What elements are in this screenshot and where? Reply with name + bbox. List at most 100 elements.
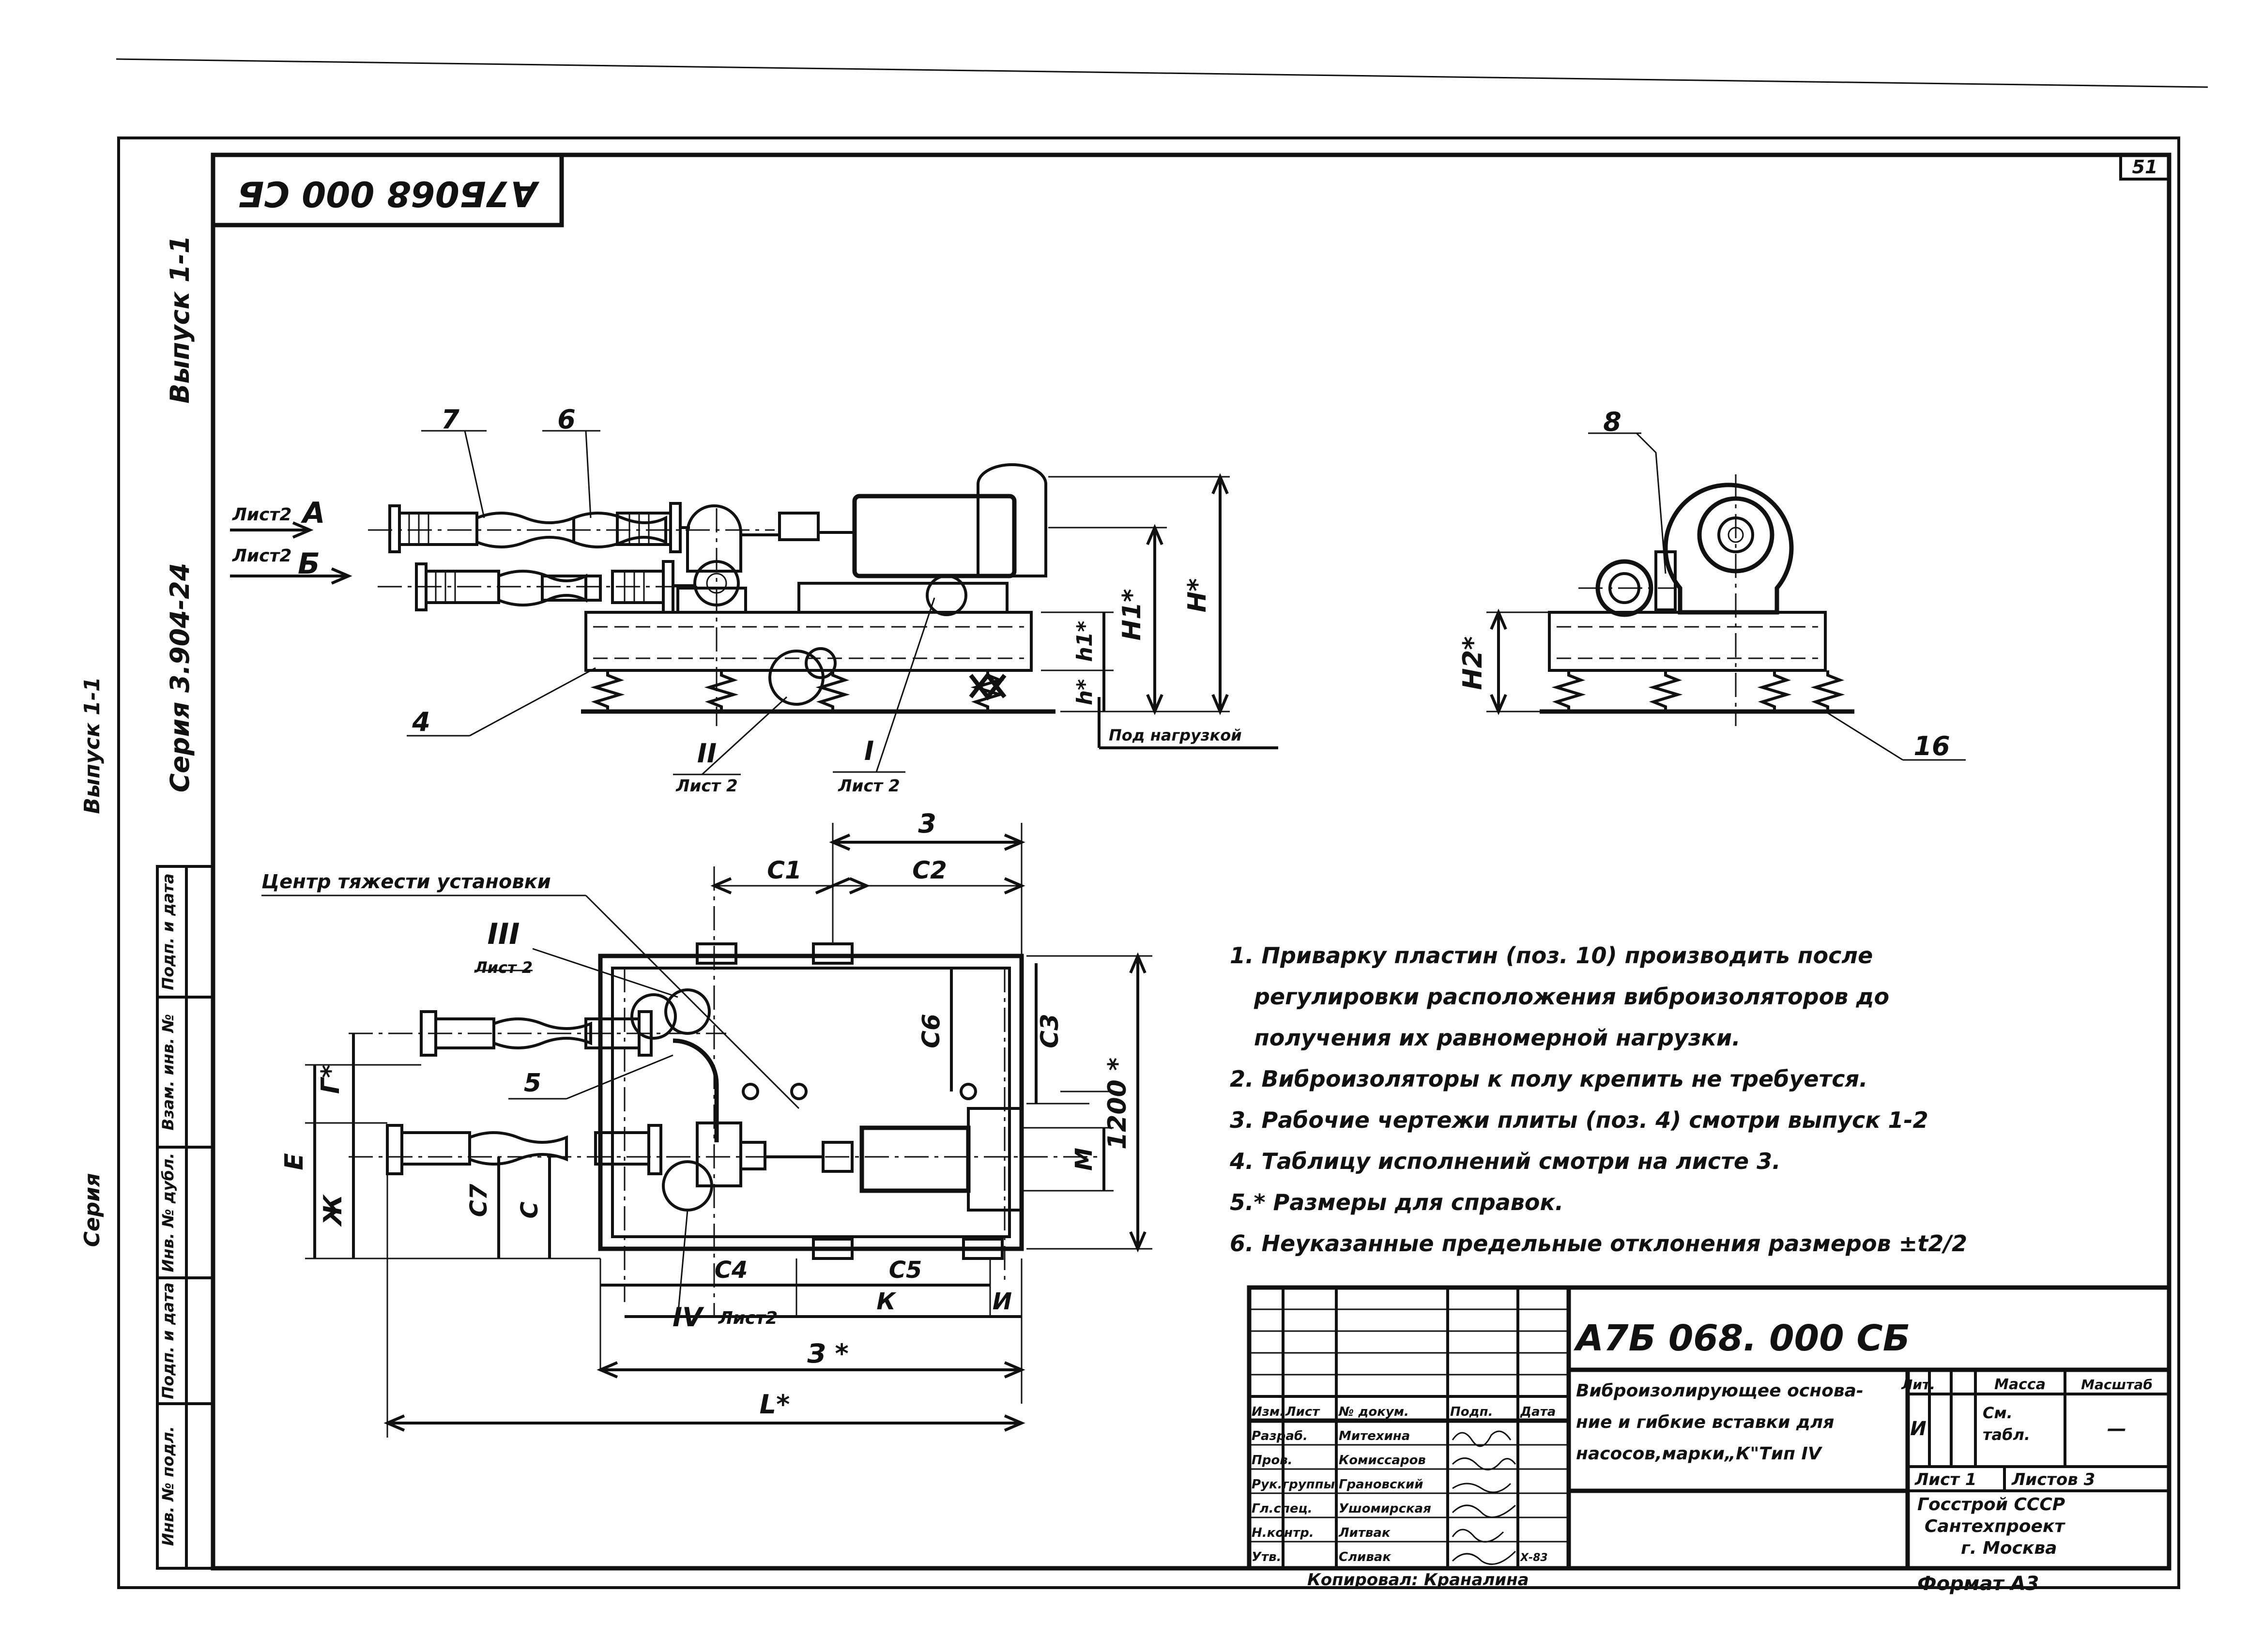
title-line-3: насосов,марки„К"Тип IV <box>1576 1444 1823 1464</box>
stamp-column <box>156 865 214 1570</box>
format-label: Формат А3 <box>1917 1573 2039 1595</box>
stamp-cell-4: Подп. и дата <box>159 1282 177 1399</box>
view-i-circle <box>805 648 836 679</box>
side-view <box>230 430 1278 775</box>
dim-z: З * <box>807 1338 848 1369</box>
dim-c3: С3 <box>1036 1014 1064 1048</box>
title-line-2: ние и гибкие вставки для <box>1576 1412 1834 1432</box>
col-header-sign: Подп. <box>1450 1405 1493 1419</box>
dim-h-star: H* <box>1183 578 1212 613</box>
note-1: 1. Приварку пластин (поз. 10) производит… <box>1230 942 1873 969</box>
name-norm-control: Литвак <box>1338 1526 1391 1540</box>
mass-value-2: табл. <box>1983 1425 2030 1444</box>
dim-3: 3 <box>918 808 936 839</box>
scan-edge-line <box>116 58 2208 88</box>
mass-value-1: См. <box>1983 1404 2013 1422</box>
stamp-cell-5: Инв. № подл. <box>159 1426 177 1546</box>
side-pos-4: 4 <box>412 707 430 737</box>
note-1-cont-a: регулировки расположения виброизоляторов… <box>1254 984 1889 1010</box>
dim-h-star-low: h* <box>1072 679 1097 705</box>
col-header-sheet: Лист <box>1285 1405 1320 1419</box>
dim-k: К <box>876 1288 897 1315</box>
copied-by: Копировал: Краналина <box>1307 1570 1529 1590</box>
end-pos-8: 8 <box>1603 407 1621 437</box>
plan-view <box>261 823 1152 1438</box>
name-developer: Митехина <box>1339 1429 1410 1443</box>
scale-value: — <box>2107 1418 2126 1440</box>
side-pos-6: 6 <box>557 404 576 435</box>
drawing-frame <box>211 152 2172 1571</box>
sheet-label: Лист 1 <box>1914 1470 1976 1489</box>
stamp-cell-3: Инв. № дубл. <box>159 1153 177 1273</box>
view-iv-sheet: Лист2 <box>718 1308 778 1328</box>
end-pos-16: 16 <box>1913 731 1950 761</box>
dim-i: И <box>993 1288 1012 1315</box>
dim-c5: С5 <box>889 1257 922 1284</box>
view-iii-label: III <box>488 917 520 951</box>
note-5: 5.* Размеры для справок. <box>1230 1189 1563 1215</box>
col-header-change: Изм. <box>1252 1405 1285 1419</box>
dim-c4: С4 <box>715 1257 748 1284</box>
dim-c2: С2 <box>912 856 947 884</box>
org-line-2: Сантехпроект <box>1925 1516 2065 1536</box>
sheets-label: Листов 3 <box>2011 1470 2095 1489</box>
rotated-code-box <box>211 152 564 227</box>
role-norm-control: Н.контр. <box>1252 1526 1314 1540</box>
note-4: 4. Таблицу исполнений смотри на листе 3. <box>1229 1148 1781 1174</box>
gravity-center-label: Центр тяжести установки <box>261 871 551 893</box>
role-developer: Разраб. <box>1252 1429 1308 1443</box>
dim-c: С <box>516 1201 543 1218</box>
org-line-3: г. Москва <box>1961 1538 2057 1558</box>
dim-h2-star: H2* <box>1457 636 1488 690</box>
sheet-number: 51 <box>2132 156 2158 178</box>
role-approved: Утв. <box>1252 1550 1281 1564</box>
view-i-sheet: Лист 2 <box>838 776 900 796</box>
title-block-grid <box>1247 1285 2172 1571</box>
col-header-date: Дата <box>1520 1405 1556 1419</box>
name-checker: Комиссаров <box>1339 1453 1426 1468</box>
col-header-doc: № докум. <box>1338 1405 1409 1419</box>
sheet-number-box <box>2119 153 2171 181</box>
side-arrow-b: Б <box>298 547 320 581</box>
note-6: 6. Неуказанные предельные отклонения раз… <box>1230 1230 1967 1257</box>
view-iii-sheet: Лист 2 <box>474 958 533 977</box>
title-line-1: Виброизолирующее основа- <box>1576 1381 1864 1401</box>
dim-c1: С1 <box>767 856 801 884</box>
role-group-lead: Рук.группы <box>1252 1477 1335 1492</box>
note-1-cont-b: получения их равномерной нагрузки. <box>1254 1025 1741 1051</box>
view-ii-label: II <box>697 738 717 769</box>
issue-label-vertical: Выпуск 1-1 <box>165 235 195 404</box>
dim-h1-small: h1* <box>1072 621 1097 662</box>
name-group-lead: Грановский <box>1339 1477 1423 1492</box>
lit-value: И <box>1910 1418 1926 1440</box>
dim-zh: Ж <box>319 1194 348 1227</box>
dim-1200: 1200 * <box>1103 1058 1132 1150</box>
margin-issue-label: Выпуск 1-1 <box>80 677 105 814</box>
role-chief-spec: Гл.спец. <box>1252 1501 1313 1516</box>
end-view <box>1486 432 1966 761</box>
org-line-1: Госстрой СССР <box>1917 1495 2065 1515</box>
note-2: 2. Виброизоляторы к полу крепить не треб… <box>1230 1066 1868 1092</box>
mass-header: Масса <box>1994 1376 2046 1393</box>
view-ii-sheet: Лист 2 <box>675 776 737 796</box>
under-load-label: Под нагрузкой <box>1109 726 1242 744</box>
name-chief-spec: Ушомирская <box>1339 1501 1431 1516</box>
dim-h1-star: H1* <box>1117 589 1147 641</box>
signatures <box>1452 1430 1516 1565</box>
lit-header: Лит. <box>1901 1377 1935 1393</box>
series-label-vertical: Серия 3.904-24 <box>165 563 195 793</box>
margin-series-label: Серия <box>80 1173 105 1247</box>
name-approved: Сливак <box>1339 1550 1392 1564</box>
side-pos-7: 7 <box>441 404 459 435</box>
view-i-label: I <box>864 736 874 766</box>
dim-l: L* <box>760 1389 790 1420</box>
dim-c7: С7 <box>465 1183 492 1217</box>
rotated-drawing-code: А7Б068 000 СБ <box>237 173 539 214</box>
dim-g: Г* <box>316 1065 345 1094</box>
scale-header: Масштаб <box>2081 1377 2153 1393</box>
dim-c6: С6 <box>917 1014 945 1048</box>
stamp-cell-1: Подп. и дата <box>159 873 177 990</box>
side-sheet-ref-b: Лист2 <box>232 546 291 566</box>
dim-e: Е <box>280 1153 309 1170</box>
